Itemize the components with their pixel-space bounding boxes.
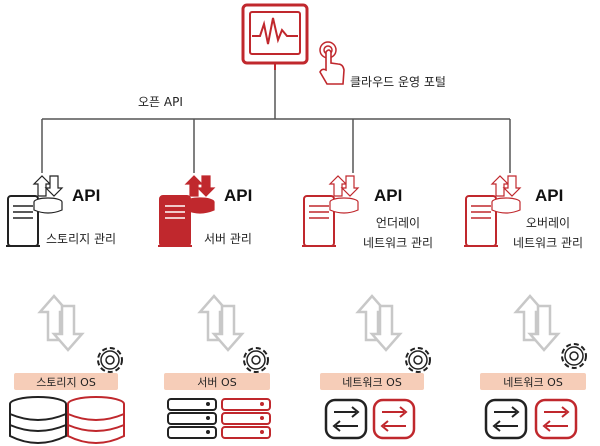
storage-api-group: [6, 175, 64, 247]
gear-icon: [243, 347, 269, 373]
connector-lines: [41, 70, 511, 173]
storage-management-label: 스토리지 관리: [46, 232, 117, 246]
heartbeat-monitor-icon: [241, 3, 309, 70]
server-os-label: 서버 OS: [197, 376, 237, 389]
network-switch-icon: [534, 398, 578, 440]
overlay-api-group: [464, 175, 522, 247]
database-icon: [9, 396, 67, 444]
underlay-network-os-band: [320, 373, 424, 390]
underlay-network-os-label: 네트워크 OS: [342, 376, 402, 389]
network-switch-icon: [324, 398, 368, 440]
server-tower-icon: [464, 195, 498, 247]
network-switch-icon: [484, 398, 528, 440]
up-down-arrow-icon: [513, 294, 561, 352]
gear-icon: [97, 347, 123, 373]
open-api-label: 오픈 API: [138, 95, 183, 109]
up-down-arrow-icon: [355, 294, 403, 352]
underlay-label-line2: 네트워크 관리: [362, 236, 434, 250]
overlay-label-line2: 네트워크 관리: [512, 236, 584, 250]
gear-icon: [561, 343, 587, 369]
server-tower-icon: [6, 195, 40, 247]
api-label-storage: API: [72, 186, 101, 205]
server-os-band: [164, 373, 270, 390]
server-management-label: 서버 관리: [204, 232, 252, 246]
up-down-arrow-icon: [328, 175, 360, 214]
server-tower-icon: [302, 195, 336, 247]
overlay-network-os-label: 네트워크 OS: [503, 376, 563, 389]
api-label-overlay: API: [535, 186, 564, 205]
underlay-api-group: [302, 175, 360, 247]
network-switch-icon: [372, 398, 416, 440]
up-down-arrow-icon: [490, 175, 522, 214]
underlay-label-line1: 언더레이: [375, 216, 421, 230]
storage-os-label: 스토리지 OS: [36, 376, 96, 389]
database-icon: [67, 396, 125, 444]
overlay-network-os-band: [480, 373, 586, 390]
portal-label: 클라우드 운영 포털: [350, 75, 446, 89]
up-down-arrow-icon: [37, 294, 85, 352]
rack-server-icon: [221, 398, 271, 439]
storage-os-band: [14, 373, 118, 390]
touch-hand-icon: [319, 41, 345, 85]
up-down-arrow-icon: [184, 175, 216, 214]
gear-icon: [405, 347, 431, 373]
up-down-arrow-icon: [32, 175, 64, 214]
server-tower-icon: [158, 195, 192, 247]
api-label-server: API: [224, 186, 253, 205]
up-down-arrow-icon: [197, 294, 245, 352]
rack-server-icon: [167, 398, 217, 439]
api-label-underlay: API: [374, 186, 403, 205]
overlay-label-line1: 오버레이: [525, 216, 571, 230]
server-api-group: [158, 175, 216, 247]
